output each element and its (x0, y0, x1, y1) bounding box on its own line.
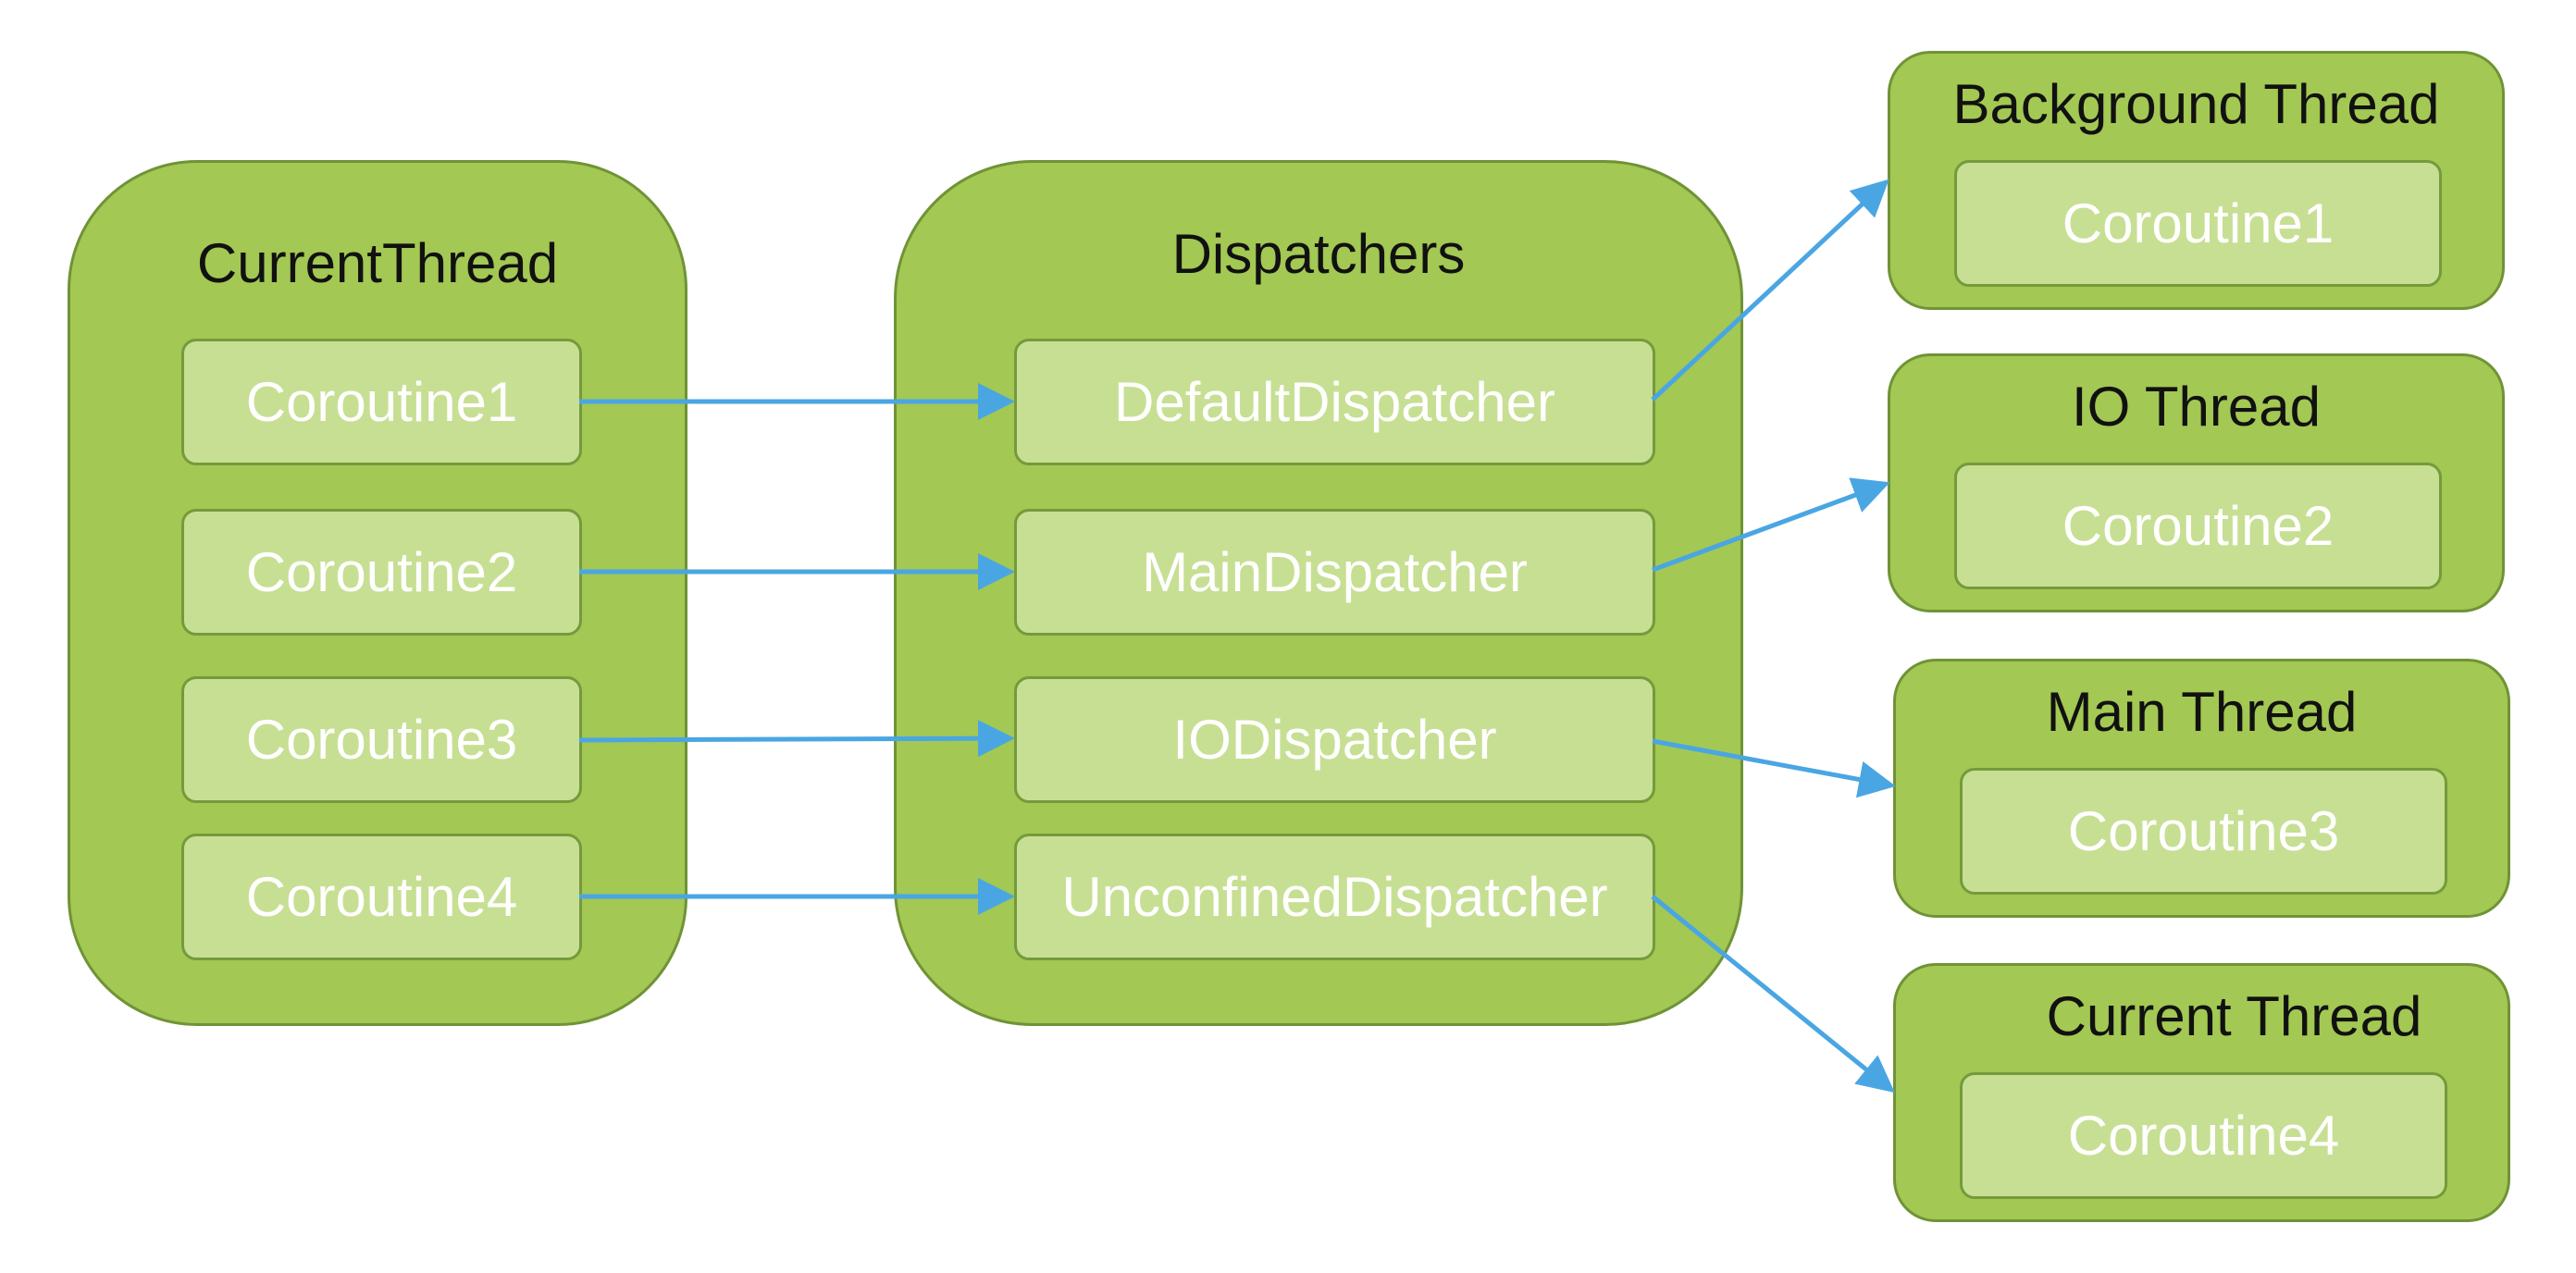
background-thread-title: Background Thread (1952, 73, 2440, 135)
current-thread-target-coroutine[interactable]: Coroutine4 (1960, 1072, 2447, 1199)
current-coroutine-3[interactable]: Coroutine3 (181, 676, 582, 803)
dispatchers-group: Dispatchers DefaultDispatcher MainDispat… (894, 160, 1743, 1026)
current-coroutine-2[interactable]: Coroutine2 (181, 509, 582, 636)
main-thread-coroutine[interactable]: Coroutine3 (1960, 768, 2447, 895)
main-thread-group: Main Thread Coroutine3 (1893, 659, 2510, 918)
current-thread-target-group: Current Thread Coroutine4 (1893, 963, 2510, 1222)
current-thread-title: CurrentThread (196, 232, 559, 294)
io-thread-coroutine[interactable]: Coroutine2 (1954, 463, 2442, 589)
io-thread-group: IO Thread Coroutine2 (1888, 353, 2505, 612)
dispatchers-title: Dispatchers (1171, 223, 1466, 285)
io-dispatcher-box[interactable]: IODispatcher (1014, 676, 1655, 803)
background-thread-group: Background Thread Coroutine1 (1888, 51, 2505, 310)
io-thread-title: IO Thread (2071, 376, 2322, 438)
default-dispatcher-box[interactable]: DefaultDispatcher (1014, 339, 1655, 465)
unconfined-dispatcher-box[interactable]: UnconfinedDispatcher (1014, 834, 1655, 960)
current-coroutine-4[interactable]: Coroutine4 (181, 834, 582, 960)
main-thread-title: Main Thread (2046, 681, 2358, 743)
main-dispatcher-box[interactable]: MainDispatcher (1014, 509, 1655, 636)
current-coroutine-1[interactable]: Coroutine1 (181, 339, 582, 465)
background-thread-coroutine[interactable]: Coroutine1 (1954, 160, 2442, 287)
current-thread-target-title: Current Thread (2046, 985, 2422, 1047)
current-thread-group: CurrentThread Coroutine1 Coroutine2 Coro… (68, 160, 687, 1026)
